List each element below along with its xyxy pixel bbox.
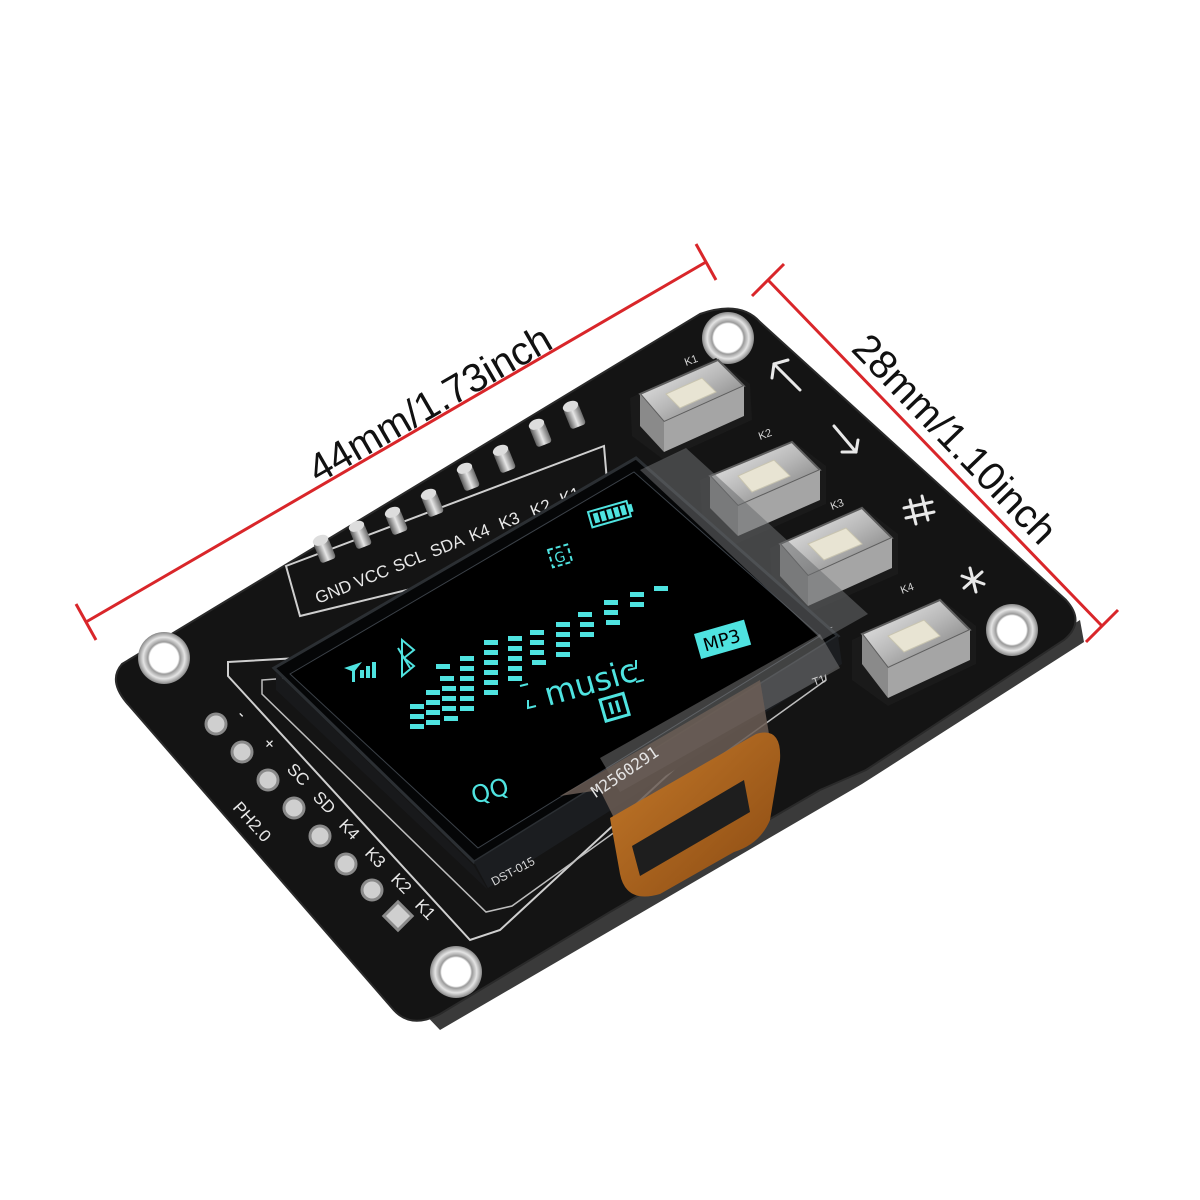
key-label-k2: K2 xyxy=(757,427,774,443)
pause-box-icon xyxy=(598,691,631,724)
key-label-k1: K1 xyxy=(683,353,700,369)
corner-mark: T1 xyxy=(811,673,827,689)
key-k4[interactable] xyxy=(852,598,976,706)
antenna-signal-icon xyxy=(344,662,376,682)
key-label-k4: K4 xyxy=(899,581,916,597)
down-arrow-icon xyxy=(832,424,860,454)
side-connector-pads xyxy=(204,712,415,933)
battery-icon xyxy=(586,499,634,529)
equalizer-bars xyxy=(410,586,668,729)
music-brackets xyxy=(519,660,645,710)
top-pin-header xyxy=(312,400,586,563)
up-arrow-icon xyxy=(770,358,802,392)
g-badge-text: G xyxy=(553,549,568,567)
key-labels: K1 K2 K3 K4 xyxy=(683,353,916,597)
key-label-k3: K3 xyxy=(829,497,846,513)
height-dimension xyxy=(750,262,1120,644)
key-k1[interactable] xyxy=(630,358,752,460)
hash-icon xyxy=(902,494,936,526)
bluetooth-icon xyxy=(397,637,416,679)
mounting-holes xyxy=(138,312,1038,998)
asterisk-icon xyxy=(960,566,986,594)
width-dimension xyxy=(74,243,718,641)
mp3-badge: MP3 xyxy=(694,619,752,659)
